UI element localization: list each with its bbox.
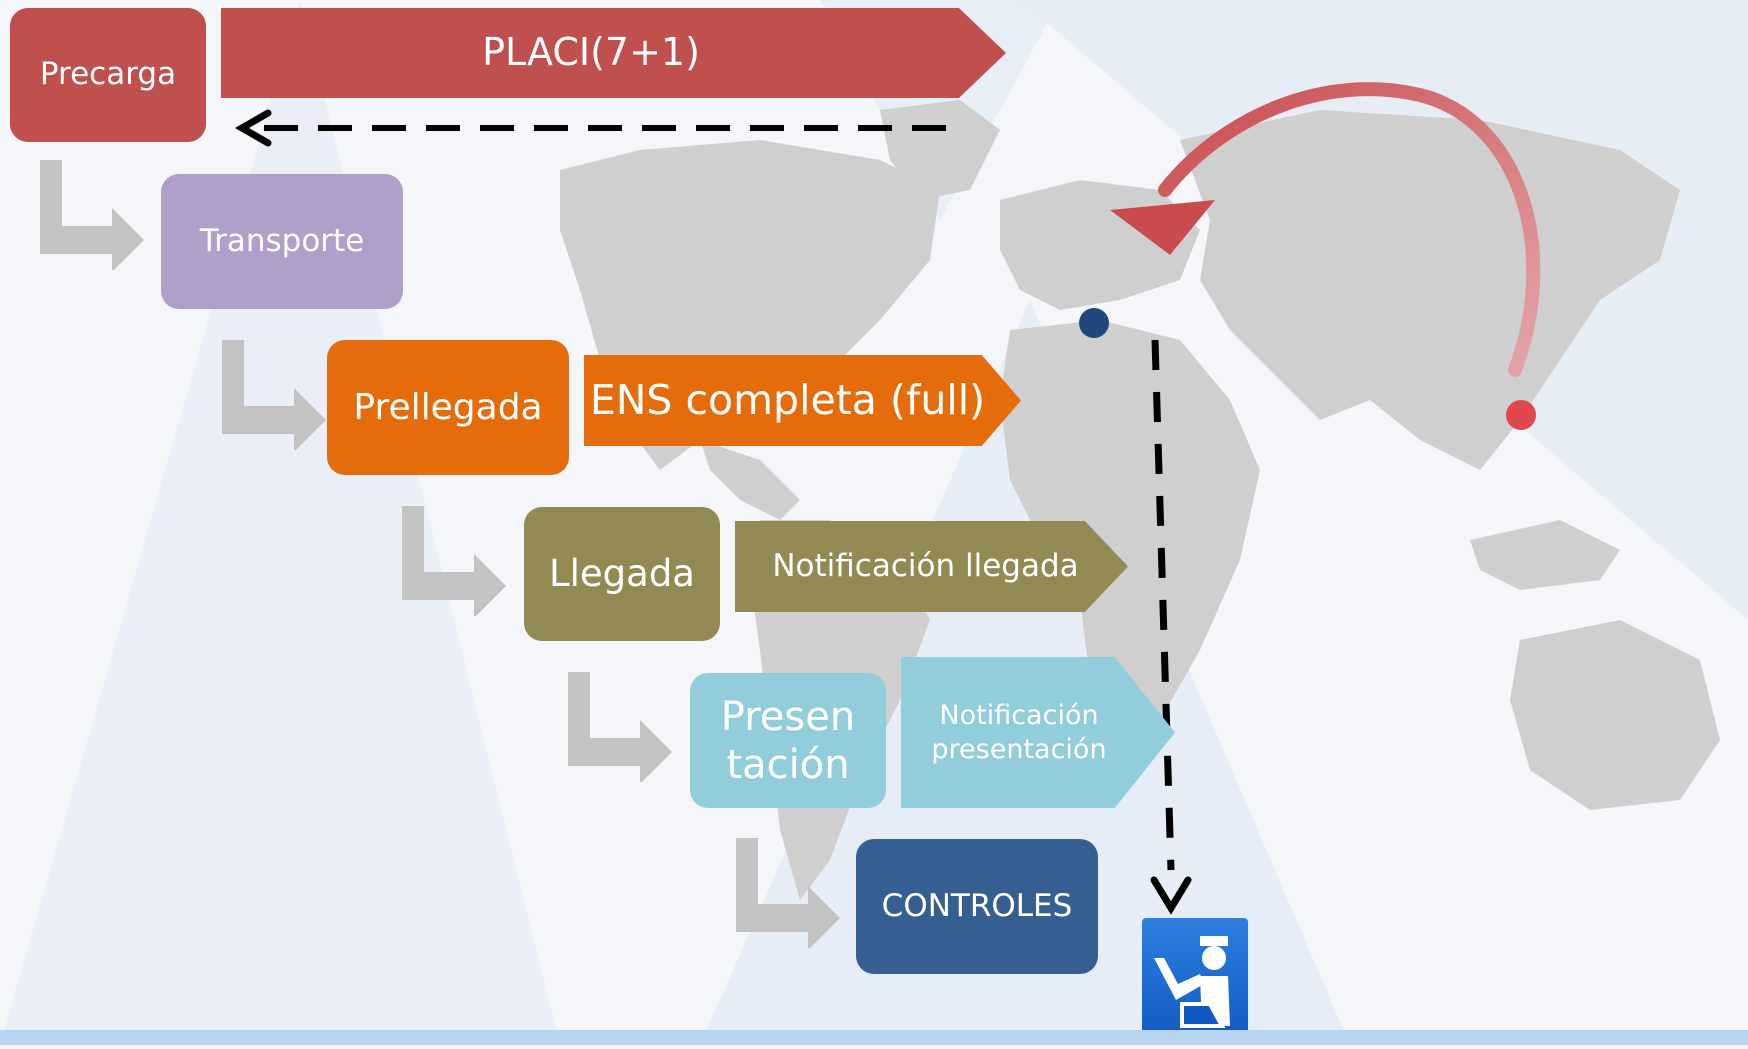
stage-prellegada-label: Prellegada: [353, 386, 543, 428]
customs-officer-glyph: [1154, 936, 1230, 1028]
bottom-bar: [0, 1030, 1748, 1045]
stage-llegada-label: Llegada: [549, 551, 695, 595]
message-notif-presentacion-line2: presentación: [931, 733, 1107, 765]
stage-presentacion-label-line1: Presen: [720, 693, 856, 740]
message-placi-label: PLACI(7+1): [482, 30, 700, 75]
route-arc: [1158, 82, 1541, 377]
route-arc-head: [1110, 200, 1215, 255]
stage-prellegada: Prellegada: [327, 340, 569, 475]
destination-dot: [1079, 308, 1109, 338]
stage-presentacion: Presen tación: [690, 673, 886, 808]
message-notif-llegada-label: Notificación llegada: [772, 548, 1079, 585]
stage-transporte: Transporte: [161, 174, 403, 309]
customs-officer-icon: [1142, 918, 1248, 1045]
elbow-arrow-4: [568, 672, 672, 782]
message-notif-llegada: Notificación llegada: [735, 521, 1128, 612]
controls-arrow-head: [1150, 876, 1192, 915]
stage-controles: CONTROLES: [856, 839, 1098, 974]
stage-transporte-label: Transporte: [199, 222, 365, 259]
stage-precarga-label: Precarga: [39, 56, 177, 93]
elbow-arrow-1: [40, 160, 144, 270]
elbow-arrow-2: [222, 340, 326, 450]
stage-precarga: Precarga: [10, 8, 206, 142]
message-notif-presentacion-line1: Notificación: [939, 699, 1099, 731]
stage-controles-label: CONTROLES: [881, 887, 1073, 924]
stage-llegada: Llegada: [524, 507, 720, 641]
elbow-arrow-5: [736, 838, 840, 948]
stage-presentacion-label-line2: tación: [726, 741, 850, 788]
message-ens-label: ENS completa (full): [589, 375, 986, 424]
elbow-arrow-3: [402, 506, 506, 616]
message-placi: PLACI(7+1): [221, 8, 1006, 98]
message-ens: ENS completa (full): [584, 355, 1021, 446]
controls-arrow: [1151, 339, 1175, 871]
origin-dot: [1506, 400, 1536, 430]
return-arrow-head: [234, 109, 272, 147]
message-notif-presentacion: Notificación presentación: [901, 657, 1175, 808]
